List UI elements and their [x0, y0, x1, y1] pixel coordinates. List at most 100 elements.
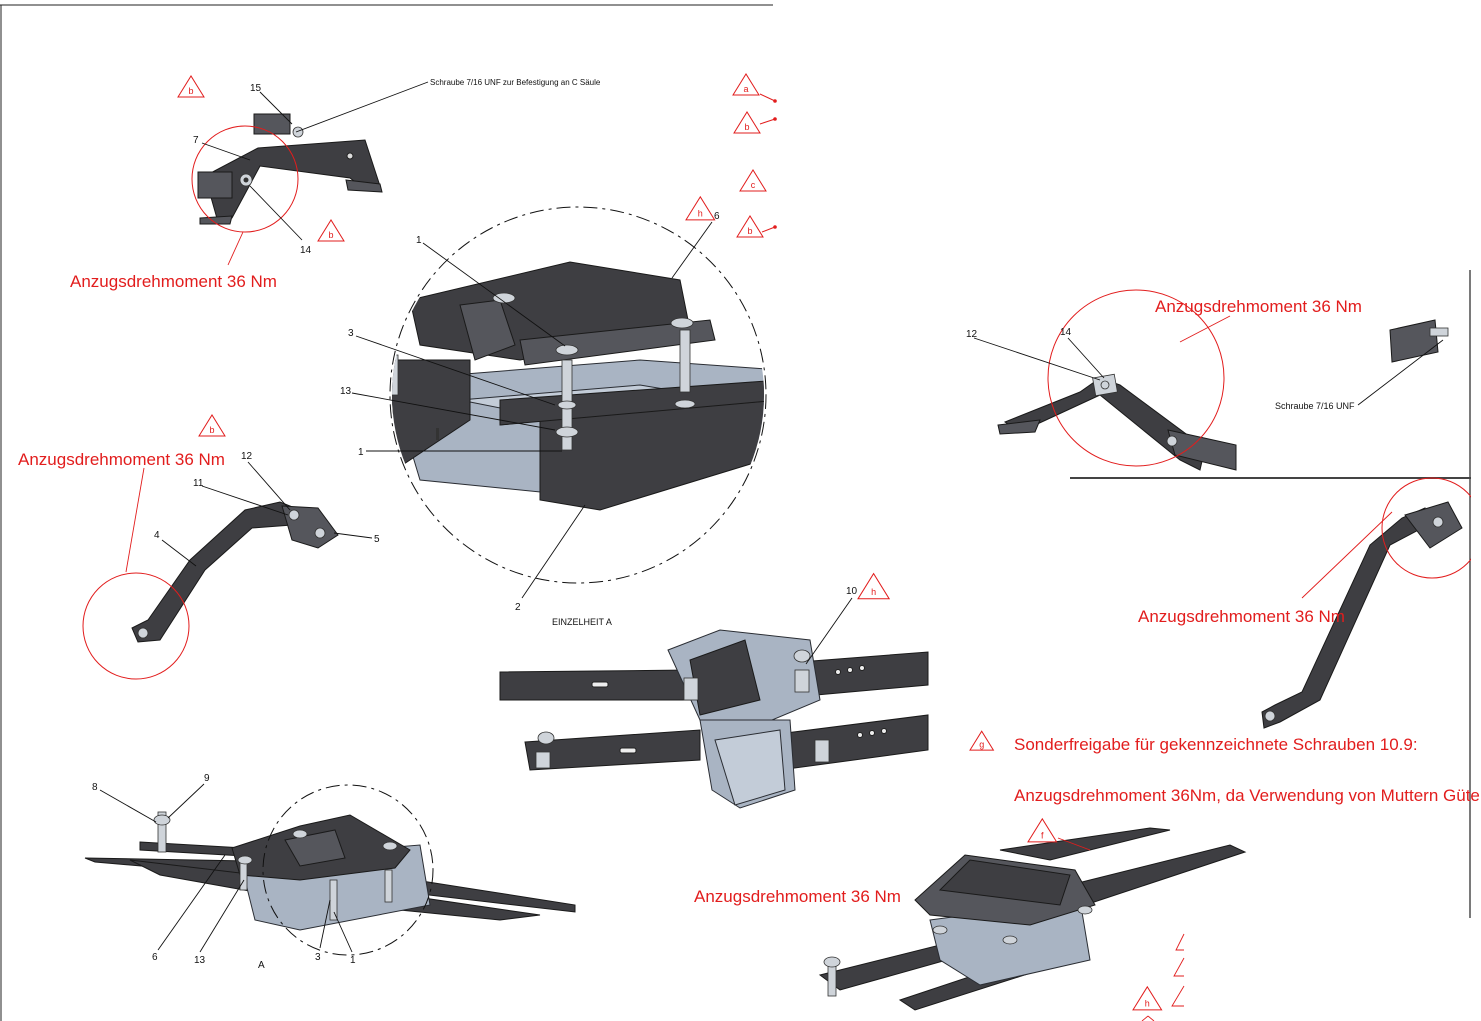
item-14-right: 14	[1060, 327, 1072, 338]
revision-triangle-r1: b	[177, 75, 205, 98]
item-9: 9	[204, 773, 210, 784]
leader-3-bottom	[319, 899, 331, 949]
item-11: 11	[193, 478, 204, 489]
item-10: 10	[846, 586, 858, 597]
revision-arrow-r5	[759, 118, 776, 125]
torque-label-right-mid: Anzugsdrehmoment 36 Nm	[1138, 607, 1345, 626]
detail-circle-right-strut	[1381, 477, 1481, 579]
torque-leader-mid-left	[125, 467, 145, 573]
item-13-detail: 13	[340, 386, 352, 397]
revision-triangle-r5: b	[733, 111, 777, 134]
leader-6-bottom	[157, 854, 226, 951]
revision-marks: b b b a b c b h h g f h	[177, 73, 1163, 1011]
leader-14-right	[1067, 337, 1105, 379]
screw-right-note: Schraube 7/16 UNF	[1275, 401, 1355, 411]
leader-11	[201, 485, 289, 516]
revision-triangle-r10: g	[969, 730, 995, 751]
item-13-bottom: 13	[194, 955, 206, 966]
revision-triangle-r11: f	[1027, 817, 1058, 843]
special-release-line2: Anzugsdrehmoment 36Nm, da Verwendung von…	[1014, 786, 1481, 805]
item-15: 15	[250, 83, 262, 94]
special-release-line1: Sonderfreigabe für gekennzeichnete Schra…	[1014, 735, 1418, 754]
leader-7	[201, 142, 251, 161]
assembly-bottom-center	[818, 827, 1247, 1011]
revision-triangle-r6: c	[739, 169, 767, 192]
leader-12-right	[973, 337, 1101, 381]
revision-letter-r7: b	[747, 226, 752, 236]
revision-letter-r9: h	[871, 587, 876, 597]
revision-arrow-tip-r4	[773, 99, 777, 103]
item-6-detail: 6	[714, 211, 720, 222]
item-6-bottom: 6	[152, 952, 158, 963]
revision-letter-r6: c	[751, 180, 756, 190]
torque-label-mid-left: Anzugsdrehmoment 36 Nm	[18, 450, 225, 469]
cut-off-rev-marks	[1141, 933, 1185, 1021]
revision-letter-r11: f	[1041, 831, 1044, 841]
revision-triangle-r7: b	[736, 215, 777, 238]
revision-triangle-r2: b	[317, 219, 345, 242]
item-4: 4	[154, 530, 160, 541]
revision-letter-r12: h	[1145, 999, 1150, 1009]
leader-4	[161, 539, 197, 567]
bracket-right-top	[997, 319, 1449, 471]
revision-triangle-r8: h	[685, 195, 716, 221]
leader-screw-note	[295, 81, 429, 133]
detail-ref-a: A	[258, 960, 265, 971]
revision-arrow-r7	[761, 226, 776, 233]
torque-label-top-left: Anzugsdrehmoment 36 Nm	[70, 272, 277, 291]
leader-1-bottom	[333, 911, 353, 953]
item-5: 5	[374, 534, 380, 545]
torque-leader-right-top	[1179, 315, 1231, 343]
item-3-detail: 3	[348, 328, 354, 339]
leader-15	[259, 91, 293, 125]
screw-c-column-note: Schraube 7/16 UNF zur Befestigung an C S…	[430, 78, 601, 87]
revision-letter-r8: h	[698, 209, 703, 219]
leader-9	[167, 783, 205, 819]
leader-8	[99, 789, 157, 823]
leader-14-top	[249, 185, 303, 241]
strut-part-4	[131, 501, 339, 643]
leader-1-detail-top	[422, 242, 566, 347]
revision-triangle-r3: b	[198, 414, 226, 437]
item-2: 2	[515, 602, 521, 613]
leader-screw-right	[1357, 339, 1444, 406]
item-1-bottom: 1	[350, 955, 356, 966]
assembly-bottom-left	[84, 811, 576, 931]
revision-letter-r3: b	[209, 425, 214, 435]
detail-a-boundary	[389, 206, 767, 584]
leader-5	[333, 532, 373, 539]
revision-arrow-tip-r5	[773, 117, 777, 121]
item-8: 8	[92, 782, 98, 793]
revision-triangle-r12: h	[1132, 985, 1163, 1011]
revision-letter-r4: a	[743, 84, 748, 94]
detail-circle-top-left	[191, 125, 299, 233]
item-1-detail-top: 1	[416, 235, 422, 246]
item-14-top: 14	[300, 245, 312, 256]
torque-leader-right-mid	[1301, 511, 1393, 599]
detail-a-reference-circle	[262, 784, 434, 956]
revision-arrow-r4	[759, 93, 776, 102]
torque-label-bottom-center: Anzugsdrehmoment 36 Nm	[694, 887, 901, 906]
detail-circle-right-top	[1047, 289, 1225, 467]
cross-member-assembly	[499, 629, 929, 809]
leader-13-bottom	[199, 879, 245, 953]
torque-label-right-top: Anzugsdrehmoment 36 Nm	[1155, 297, 1362, 316]
detail-a-view	[389, 206, 767, 584]
leader-rev-f	[1057, 837, 1091, 851]
torque-leader-top-left	[227, 231, 244, 266]
item-12-strut: 12	[241, 451, 253, 462]
detail-a-caption: EINZELHEIT A	[552, 617, 612, 627]
revision-letter-r2: b	[328, 230, 333, 240]
detail-circle-strut	[82, 572, 190, 680]
item-3-bottom: 3	[315, 952, 321, 963]
item-1-detail-bottom: 1	[358, 447, 364, 458]
leader-6-detail	[671, 221, 713, 279]
revision-letter-r10: g	[979, 739, 984, 749]
revision-letter-r5: b	[744, 122, 749, 132]
leader-13-detail	[351, 392, 556, 431]
revision-triangle-r9: h	[857, 572, 891, 600]
strut-right	[1261, 501, 1463, 729]
revision-arrow-tip-r7	[773, 225, 777, 229]
